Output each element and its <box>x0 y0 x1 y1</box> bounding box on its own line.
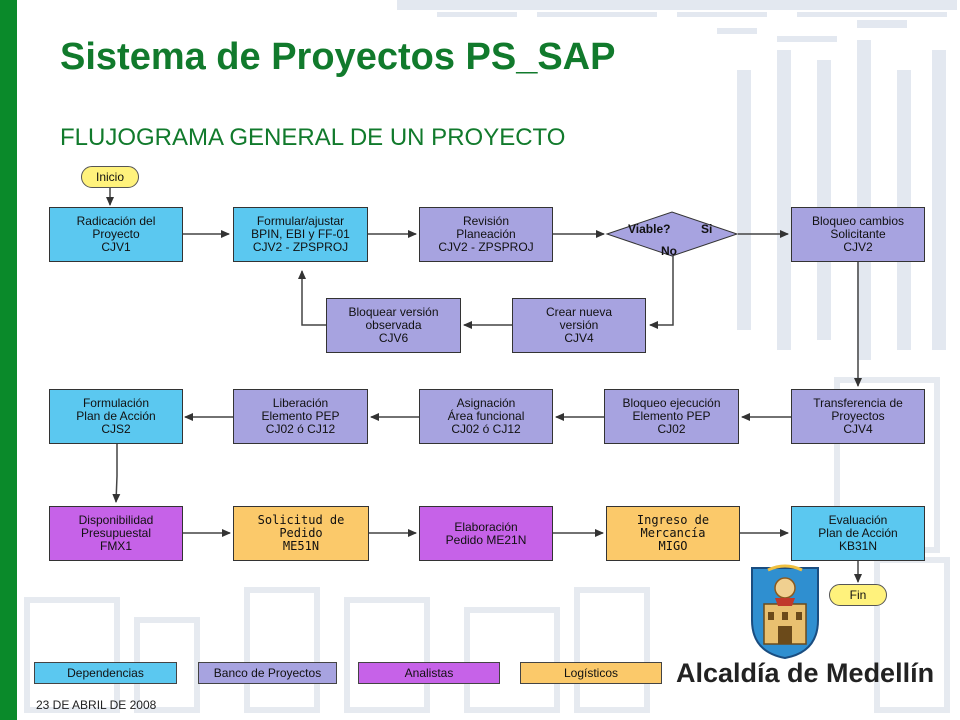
asignacion-area-box: Asignación Área funcional CJ02 ó CJ12 <box>419 389 553 444</box>
formular-ajustar-box: Formular/ajustar BPIN, EBI y FF-01 CJV2 … <box>233 207 368 262</box>
solicitud-pedido-box: Solicitud de Pedido ME51N <box>233 506 369 561</box>
evaluacion-plan-box: Evaluación Plan de Acción KB31N <box>791 506 925 561</box>
legend-banco-proyectos: Banco de Proyectos <box>198 662 337 684</box>
legend-logisticos: Logísticos <box>520 662 662 684</box>
bloqueo-ejecucion-box: Bloqueo ejecución Elemento PEP CJ02 <box>604 389 739 444</box>
liberacion-elemento-box: Liberación Elemento PEP CJ02 ó CJ12 <box>233 389 368 444</box>
left-accent-bar <box>0 0 17 720</box>
legend-analistas: Analistas <box>358 662 500 684</box>
disponibilidad-presupuestal-box: Disponibilidad Presupuestal FMX1 <box>49 506 183 561</box>
fin-terminal: Fin <box>829 584 887 606</box>
inicio-terminal: Inicio <box>81 166 139 188</box>
page-subtitle: FLUJOGRAMA GENERAL DE UN PROYECTO <box>60 124 566 151</box>
bloqueo-cambios-box: Bloqueo cambios Solicitante CJV2 <box>791 207 925 262</box>
page-title: Sistema de Proyectos PS_SAP <box>60 36 616 78</box>
presentation-date: 23 DE ABRIL DE 2008 <box>36 698 157 712</box>
legend-dependencias: Dependencias <box>34 662 177 684</box>
alcaldia-logo-text: Alcaldía de Medellín <box>676 658 935 688</box>
viable-question-label: Viable? <box>628 222 671 236</box>
formulacion-plan-box: Formulación Plan de Acción CJS2 <box>49 389 183 444</box>
viable-decision-diamond <box>605 211 739 257</box>
bloquear-version-box: Bloquear versión observada CJV6 <box>326 298 461 353</box>
ingreso-mercancia-box: Ingreso de Mercancía MIGO <box>606 506 740 561</box>
crear-nueva-version-box: Crear nueva versión CJV4 <box>512 298 646 353</box>
medellin-crest-icon <box>751 564 819 660</box>
viable-yes-label: Si <box>701 222 713 236</box>
radicacion-proyecto-box: Radicación del Proyecto CJV1 <box>49 207 183 262</box>
transferencia-proyectos-box: Transferencia de Proyectos CJV4 <box>791 389 925 444</box>
revision-planeacion-box: Revisión Planeación CJV2 - ZPSPROJ <box>419 207 553 262</box>
viable-no-label: No <box>661 244 677 258</box>
elaboracion-pedido-box: Elaboración Pedido ME21N <box>419 506 553 561</box>
